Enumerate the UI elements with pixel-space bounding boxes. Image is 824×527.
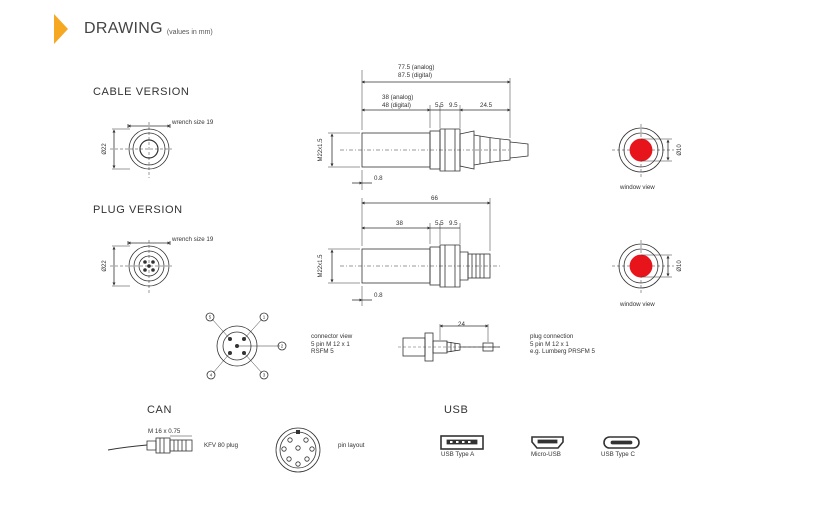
plug-side-view — [328, 198, 500, 306]
can-plug-label: KFV 80 plug — [204, 442, 239, 449]
plug-total: 66 — [431, 195, 438, 202]
cable-window-dim: Ø10 — [677, 144, 683, 156]
connector-view-text: connector view 5 pin M 12 x 1 RSFM 5 — [311, 333, 353, 355]
pin-number-4: 4 — [210, 373, 213, 378]
plug-flange: 0.8 — [374, 292, 383, 299]
cable-total-analog: 77.5 (analog) — [398, 64, 435, 71]
cable-dim-a: 5.5 — [435, 102, 444, 109]
can-pin-layout — [275, 427, 321, 473]
cable-front-view — [110, 122, 172, 178]
plug-version-title: PLUG VERSION — [93, 204, 183, 216]
cable-window-label: window view — [620, 184, 655, 191]
pin-number-5: 5 — [209, 315, 212, 320]
usb-micro-label: Micro-USB — [531, 451, 561, 458]
can-thread-label: M 16 x 0.75 — [148, 428, 181, 435]
plug-dim-b: 9.5 — [449, 220, 458, 227]
cable-version-title: CABLE VERSION — [93, 86, 190, 98]
plug-thread-dim: M22x1.5 — [318, 254, 324, 278]
usb-type-a-label: USB Type A — [441, 451, 475, 458]
can-pin-label: pin layout — [338, 442, 365, 449]
cable-body-digital: 48 (digital) — [382, 102, 411, 109]
pin-number-1: 1 — [263, 315, 266, 320]
plug-connection-text: plug connection 5 pin M 12 x 1 e.g. Lumb… — [530, 333, 595, 355]
cable-dim-b: 9.5 — [449, 102, 458, 109]
can-plug-drawing — [107, 435, 193, 454]
accent-triangle-icon — [54, 14, 68, 44]
cable-window-view — [612, 124, 674, 178]
plug-front-view — [110, 240, 172, 295]
usb-type-a-icon — [440, 435, 484, 450]
pin-number-3: 3 — [263, 373, 266, 378]
usb-micro-icon — [531, 436, 564, 449]
cable-dim-c: 24.5 — [480, 102, 493, 109]
plug-window-label: window view — [620, 301, 655, 308]
cable-front-dim: Ø22 — [102, 143, 108, 155]
plug-dim-a: 5.5 — [435, 220, 444, 227]
plug-window-dim: Ø10 — [677, 260, 683, 272]
connector-pin-view — [205, 312, 287, 380]
cable-body-analog: 38 (analog) — [382, 94, 414, 101]
pin-number-2: 2 — [281, 344, 284, 349]
cable-side-view — [328, 70, 529, 190]
can-title: CAN — [147, 404, 173, 416]
plug-wrench-label: wrench size 19 — [172, 236, 214, 243]
page-title: DRAWING — [84, 20, 163, 37]
plug-window-view — [612, 240, 674, 294]
plug-connector-drawing — [398, 324, 500, 362]
cable-flange: 0.8 — [374, 175, 383, 182]
cable-thread-dim: M22x1.5 — [318, 138, 324, 162]
plug-front-dim: Ø22 — [102, 260, 108, 272]
usb-type-c-icon — [603, 436, 640, 449]
usb-type-c-label: USB Type C — [601, 451, 635, 458]
page-header: DRAWING (values in mm) — [54, 14, 213, 44]
page-subtitle: (values in mm) — [166, 28, 213, 36]
usb-title: USB — [444, 404, 469, 416]
cable-total-digital: 87.5 (digital) — [398, 72, 433, 79]
plug-body: 38 — [396, 220, 403, 227]
cable-wrench-label: wrench size 19 — [172, 119, 214, 126]
